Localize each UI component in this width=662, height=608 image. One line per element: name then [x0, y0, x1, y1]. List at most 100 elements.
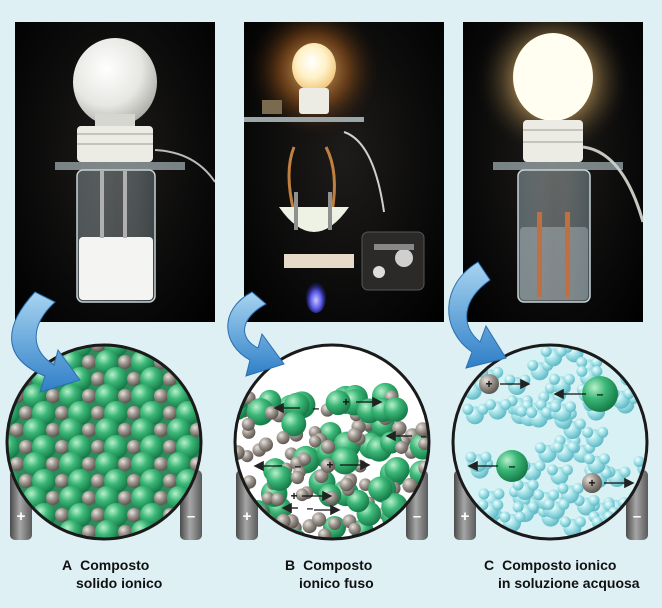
water-molecule [583, 453, 595, 465]
cation [91, 474, 105, 488]
wires [287, 146, 336, 213]
cation [320, 458, 336, 473]
cation [55, 406, 69, 420]
water-molecule [619, 466, 631, 478]
anion-sign: – [295, 459, 302, 473]
water-molecule [546, 464, 558, 476]
water-molecule [499, 511, 511, 523]
cation [19, 474, 33, 488]
cation [154, 423, 168, 437]
cation [118, 355, 132, 369]
cation [91, 440, 105, 454]
label-line-1: Composto [80, 557, 150, 573]
cation [190, 355, 201, 369]
anion [331, 446, 359, 475]
negative-electrode-sign: – [412, 508, 422, 525]
water-molecule [598, 453, 610, 465]
water-molecule [576, 365, 588, 377]
water-molecule [453, 358, 466, 377]
cation [154, 457, 168, 471]
cation [235, 445, 245, 460]
anion-sign: – [313, 401, 320, 415]
cation [265, 534, 279, 539]
cation [258, 437, 274, 452]
bulb-lit [513, 33, 593, 121]
water-molecule [541, 407, 553, 418]
cation [395, 441, 408, 454]
cation [328, 517, 342, 531]
cation [91, 372, 105, 386]
cation [261, 491, 275, 505]
water-molecule [558, 498, 570, 510]
cation [311, 512, 327, 527]
photo-aqueous-ionic-solution [463, 22, 643, 322]
bulb-neck [95, 114, 135, 128]
water-molecule [478, 488, 490, 500]
cation [127, 406, 141, 420]
panel-letter: B [285, 557, 296, 573]
water-molecule [629, 372, 647, 391]
water-molecule [567, 441, 579, 453]
cation [46, 389, 60, 403]
cation [154, 525, 168, 539]
cation [91, 345, 105, 352]
anion-sign: – [597, 387, 604, 401]
water-molecule [534, 442, 546, 454]
water-molecule [557, 482, 569, 494]
water-molecule [492, 366, 504, 378]
cation [91, 508, 105, 522]
cation [199, 406, 201, 420]
electrode-rod [100, 170, 104, 238]
cation-sign: + [588, 476, 595, 490]
cation [19, 440, 33, 454]
positive-electrode-sign: + [242, 508, 252, 525]
water-molecule [550, 401, 561, 413]
cation [402, 477, 418, 493]
anion [246, 398, 274, 426]
water-molecule [485, 399, 496, 410]
cation [199, 372, 201, 386]
cation [46, 491, 60, 505]
water-molecule [456, 355, 468, 367]
cation [82, 457, 96, 471]
burner-flame [306, 281, 326, 313]
photo-molten-ionic-compound [244, 22, 444, 322]
cation [308, 435, 322, 448]
cation [321, 439, 336, 454]
anion [203, 452, 227, 476]
cation [118, 423, 132, 437]
anion [346, 489, 370, 513]
anion-sign: – [307, 501, 314, 515]
cation [241, 417, 255, 431]
positive-electrode-sign: + [16, 508, 26, 525]
photo-solid-ionic-compound [15, 22, 215, 322]
cation [347, 427, 362, 443]
cation [55, 508, 69, 522]
water-molecule [631, 365, 643, 377]
cation [10, 457, 24, 471]
anion [383, 397, 408, 422]
cation [82, 389, 96, 403]
water-molecule [527, 479, 539, 491]
cation [392, 420, 407, 436]
lamp-socket [299, 88, 329, 114]
label-line-1: Composto ionico [502, 557, 617, 573]
beaker [517, 169, 591, 303]
cation [298, 452, 312, 466]
cation [91, 406, 105, 420]
cation [55, 345, 69, 352]
water-molecule [512, 479, 524, 491]
label-line-2: solido ionico [76, 575, 163, 591]
water-molecule [576, 356, 588, 368]
label-line-1: Composto [303, 557, 373, 573]
water-molecule [492, 499, 504, 511]
support-plate [493, 162, 623, 170]
cation [479, 374, 499, 394]
electrode-rod [537, 212, 542, 297]
water-molecule [588, 495, 600, 506]
cation [163, 345, 177, 352]
support-arm [244, 117, 364, 122]
cation [339, 477, 354, 492]
cation-sign: + [485, 377, 492, 391]
